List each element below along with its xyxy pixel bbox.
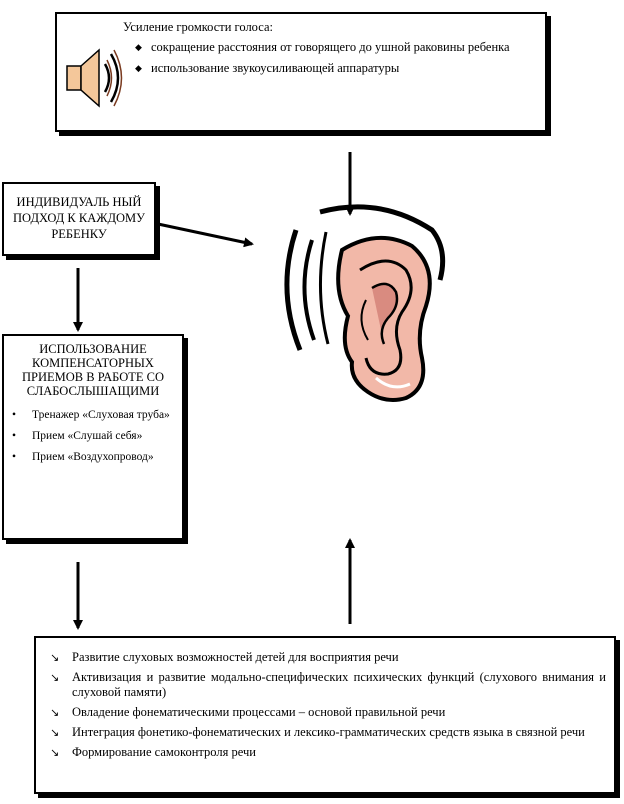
voice-amplification-list: сокращение расстояния от говорящего до у… <box>135 40 535 82</box>
development-goals-box: Развитие слуховых возможностей детей для… <box>34 636 616 794</box>
list-item: Прием «Слушай себя» <box>8 429 176 443</box>
compensatory-techniques-list: Тренажер «Слуховая труба» Прием «Слушай … <box>8 408 176 471</box>
development-goals-list: Развитие слуховых возможностей детей для… <box>48 650 606 765</box>
individual-approach-text: ИНДИВИДУАЛЬ НЫЙ ПОДХОД К КАЖДОМУ РЕБЕНКУ <box>13 195 145 241</box>
list-item: Прием «Воздухопровод» <box>8 450 176 464</box>
arrow-individual-to-ear <box>157 222 254 248</box>
list-item: Тренажер «Слуховая труба» <box>8 408 176 422</box>
speaker-sound-icon <box>66 48 123 108</box>
list-item: сокращение расстояния от говорящего до у… <box>135 40 535 55</box>
voice-amplification-title: Усиление громкости голоса: <box>123 20 273 34</box>
voice-amplification-box: Усиление громкости голоса: сокращение ра… <box>55 12 547 132</box>
compensatory-techniques-box: ИСПОЛЬЗОВАНИЕ КОМПЕНСАТОРНЫХ ПРИЕМОВ В Р… <box>2 334 184 540</box>
list-item: Овладение фонематическими процессами – о… <box>48 705 606 720</box>
list-item: Формирование самоконтроля речи <box>48 745 606 760</box>
individual-approach-box: ИНДИВИДУАЛЬ НЫЙ ПОДХОД К КАЖДОМУ РЕБЕНКУ <box>2 182 156 256</box>
list-item: Интеграция фонетико-фонематических и лек… <box>48 725 606 740</box>
list-item: использование звукоусиливающей аппаратур… <box>135 61 535 76</box>
list-item: Развитие слуховых возможностей детей для… <box>48 650 606 665</box>
compensatory-techniques-header: ИСПОЛЬЗОВАНИЕ КОМПЕНСАТОРНЫХ ПРИЕМОВ В Р… <box>22 342 164 398</box>
ear-icon <box>284 204 446 402</box>
list-item: Активизация и развитие модально-специфич… <box>48 670 606 700</box>
